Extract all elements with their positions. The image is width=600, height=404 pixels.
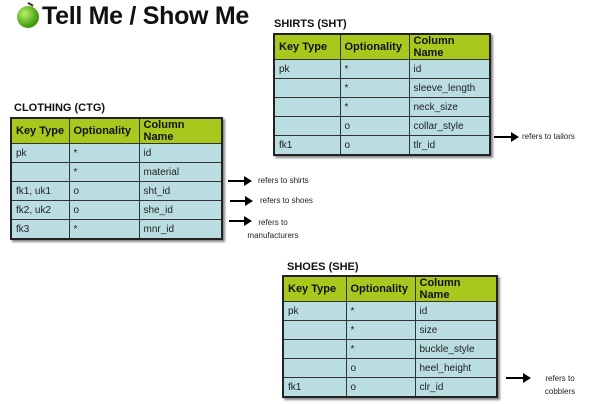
shoes-table-title: SHOES (SHE) xyxy=(287,261,359,273)
table-row: pk*id xyxy=(10,143,223,163)
table-row: *neck_size xyxy=(273,97,491,117)
page-title: Tell Me / Show Me xyxy=(42,2,249,30)
key-type-cell: fk1 xyxy=(282,377,347,398)
optionality-cell: * xyxy=(339,97,410,117)
key-type-cell xyxy=(273,97,341,117)
optionality-cell: o xyxy=(345,358,416,378)
key-type-cell xyxy=(273,78,341,98)
optionality-cell: * xyxy=(339,59,410,79)
column-name-cell: collar_style xyxy=(408,116,491,136)
key-type-cell xyxy=(282,339,347,359)
key-type-cell xyxy=(273,116,341,136)
optionality-cell: o xyxy=(345,377,416,398)
column-name-cell: heel_height xyxy=(414,358,498,378)
arrow-icon xyxy=(506,373,531,383)
column-name-cell: id xyxy=(408,59,491,79)
table-row: pk*id xyxy=(273,59,491,79)
ref-tailors: refers to tailors xyxy=(522,132,575,141)
key-type-cell xyxy=(282,320,347,340)
ref-shirts: refers to shirts xyxy=(258,176,309,185)
table-row: *size xyxy=(282,320,498,340)
column-name-cell: clr_id xyxy=(414,377,498,398)
column-header: Key Type xyxy=(10,117,70,144)
column-name-cell: buckle_style xyxy=(414,339,498,359)
key-type-cell: pk xyxy=(10,143,70,163)
column-header: Key Type xyxy=(282,275,347,302)
column-name-cell: id xyxy=(138,143,223,163)
key-type-cell: fk2, uk2 xyxy=(10,200,70,220)
key-type-cell: pk xyxy=(273,59,341,79)
column-name-cell: she_id xyxy=(138,200,223,220)
arrow-icon xyxy=(228,176,252,186)
arrow-icon xyxy=(229,216,252,226)
column-header: Optionality xyxy=(345,275,416,302)
key-type-cell: fk1, uk1 xyxy=(10,181,70,201)
column-name-cell: tlr_id xyxy=(408,135,491,156)
optionality-cell: * xyxy=(339,78,410,98)
column-header: Key Type xyxy=(273,33,341,60)
optionality-cell: * xyxy=(345,301,416,321)
ref-manufacturers: refers to manufacturers xyxy=(247,218,299,240)
optionality-cell: * xyxy=(345,339,416,359)
column-header: Optionality xyxy=(68,117,140,144)
column-header: Column Name xyxy=(138,117,223,144)
column-name-cell: sht_id xyxy=(138,181,223,201)
column-name-cell: neck_size xyxy=(408,97,491,117)
column-name-cell: material xyxy=(138,162,223,182)
column-name-cell: id xyxy=(414,301,498,321)
column-header: Optionality xyxy=(339,33,410,60)
shirts-table-title: SHIRTS (SHT) xyxy=(274,18,347,30)
arrow-icon xyxy=(230,196,253,206)
arrow-icon xyxy=(494,132,519,142)
table-row: * material xyxy=(10,162,223,182)
key-type-cell xyxy=(282,358,347,378)
clothing-table-title: CLOTHING (CTG) xyxy=(14,102,106,114)
optionality-cell: o xyxy=(68,200,140,220)
optionality-cell: * xyxy=(68,143,140,163)
column-header: Column Name xyxy=(414,275,498,302)
optionality-cell: * xyxy=(68,219,140,240)
key-type-cell xyxy=(10,162,70,182)
table-row: fk3*mnr_id xyxy=(10,219,223,240)
optionality-cell: o xyxy=(68,181,140,201)
column-name-cell: mnr_id xyxy=(138,219,223,240)
column-name-cell: sleeve_length xyxy=(408,78,491,98)
key-type-cell: pk xyxy=(282,301,347,321)
key-type-cell: fk3 xyxy=(10,219,70,240)
apple-logo-icon xyxy=(17,6,39,28)
optionality-cell: o xyxy=(339,116,410,136)
optionality-cell: * xyxy=(345,320,416,340)
ref-cobblers: refers to cobblers xyxy=(544,374,576,396)
ref-shoes: refers to shoes xyxy=(260,196,313,205)
column-header: Column Name xyxy=(408,33,491,60)
table-row: pk*id xyxy=(282,301,498,321)
key-type-cell: fk1 xyxy=(273,135,341,156)
column-name-cell: size xyxy=(414,320,498,340)
optionality-cell: o xyxy=(339,135,410,156)
table-row: *sleeve_length xyxy=(273,78,491,98)
table-row: *buckle_style xyxy=(282,339,498,359)
optionality-cell: * xyxy=(68,162,140,182)
